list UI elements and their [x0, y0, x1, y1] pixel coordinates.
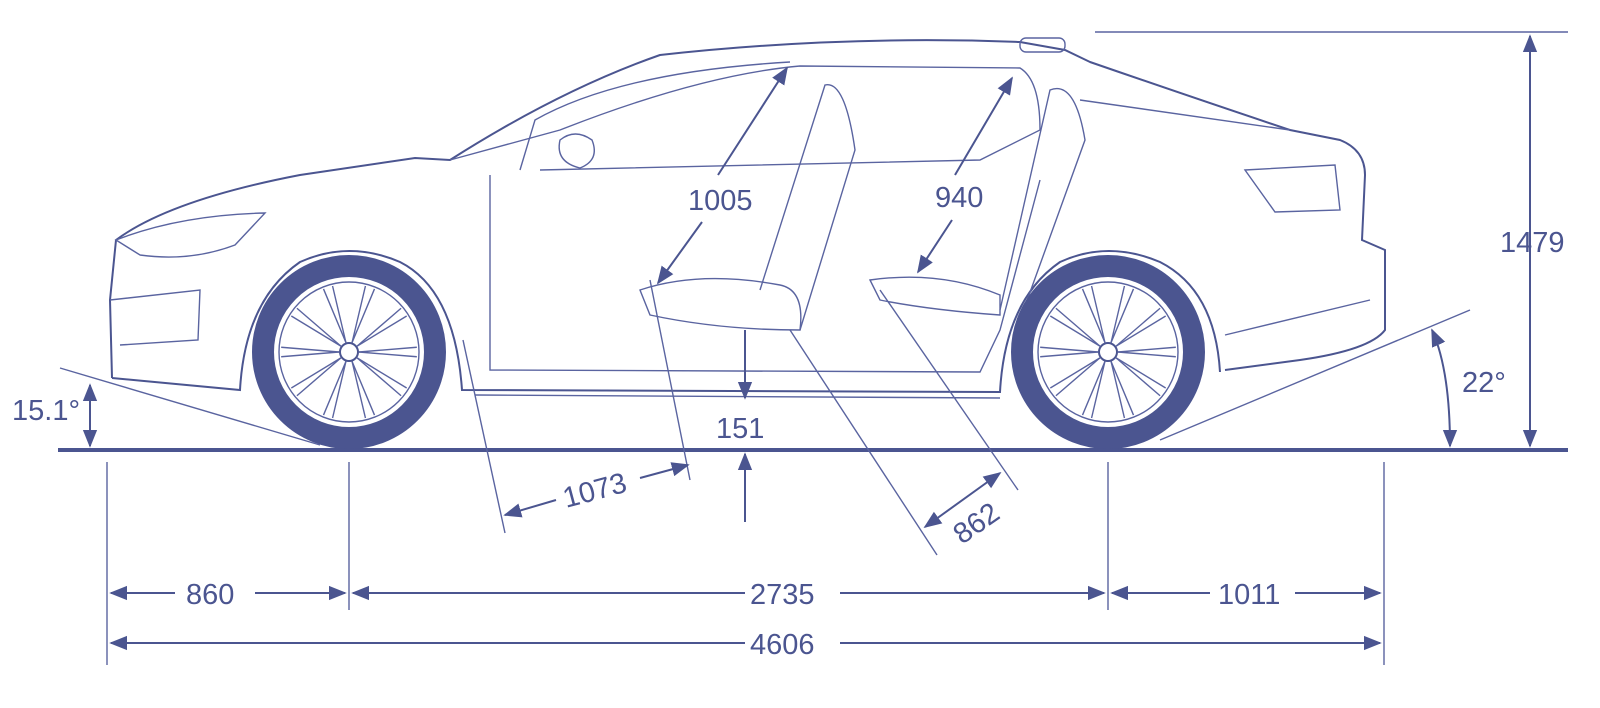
wheel-spoke [358, 346, 417, 353]
wheel-spoke [1117, 346, 1176, 353]
wheel-spoke [358, 351, 417, 358]
wheelbase-label: 2735 [750, 579, 815, 611]
wheel-spoke [356, 307, 402, 347]
rear-overhang-label: 1011 [1218, 579, 1280, 611]
wheel-spoke [1115, 357, 1161, 397]
wheel-spoke [331, 285, 347, 343]
wheel-spoke [1110, 361, 1135, 416]
ground-clearance-label: 151 [716, 413, 764, 445]
wheel-spoke [351, 361, 376, 416]
approach-angle-label: 15.1° [12, 395, 80, 427]
wheel-spoke [1090, 285, 1106, 343]
wheel-spoke [1115, 357, 1167, 389]
wheel-spoke [1110, 285, 1126, 343]
wheel-spoke [356, 357, 408, 389]
wheel-spoke [331, 361, 347, 419]
wheel-spoke [296, 307, 342, 347]
height-label: 1479 [1500, 227, 1565, 259]
car-body [108, 37, 1386, 399]
wheel-spoke [296, 357, 342, 397]
wheel-spoke [356, 357, 402, 397]
front-overhang-label: 860 [186, 579, 234, 611]
wheel-spoke [1081, 288, 1106, 343]
wheel-spoke [356, 315, 408, 347]
wheel-spoke [290, 357, 342, 389]
wheel-spoke [1117, 351, 1176, 358]
front-legroom-label: 1073 [560, 467, 631, 515]
front-headroom-label: 1005 [688, 185, 753, 217]
wheel-spoke [1040, 351, 1099, 358]
wheel-spoke [281, 346, 340, 353]
wheel-spoke [322, 361, 347, 416]
wheel-spoke [1049, 357, 1101, 389]
overall-length-label: 4606 [750, 629, 815, 661]
departure-angle-label: 22° [1462, 367, 1506, 399]
wheel-spoke [1081, 361, 1106, 416]
wheel-spoke [1115, 307, 1161, 347]
wheel-spoke [1055, 307, 1101, 347]
wheel-spoke [1055, 357, 1101, 397]
rear-wheel [1011, 255, 1205, 449]
wheel-spoke [1040, 346, 1099, 353]
wheel-spoke [1115, 315, 1167, 347]
wheel-spoke [322, 288, 347, 343]
wheel-spoke [281, 351, 340, 358]
wheel-spoke [1090, 361, 1106, 419]
wheel-spoke [351, 288, 376, 343]
wheel-spoke [351, 285, 367, 343]
rear-headroom-label: 940 [935, 182, 983, 214]
wheel-spoke [1110, 288, 1135, 343]
front-wheel [252, 255, 446, 449]
wheel-spoke [351, 361, 367, 419]
wheel-spoke [1049, 315, 1101, 347]
wheel-spoke [290, 315, 342, 347]
wheel-spoke [1110, 361, 1126, 419]
